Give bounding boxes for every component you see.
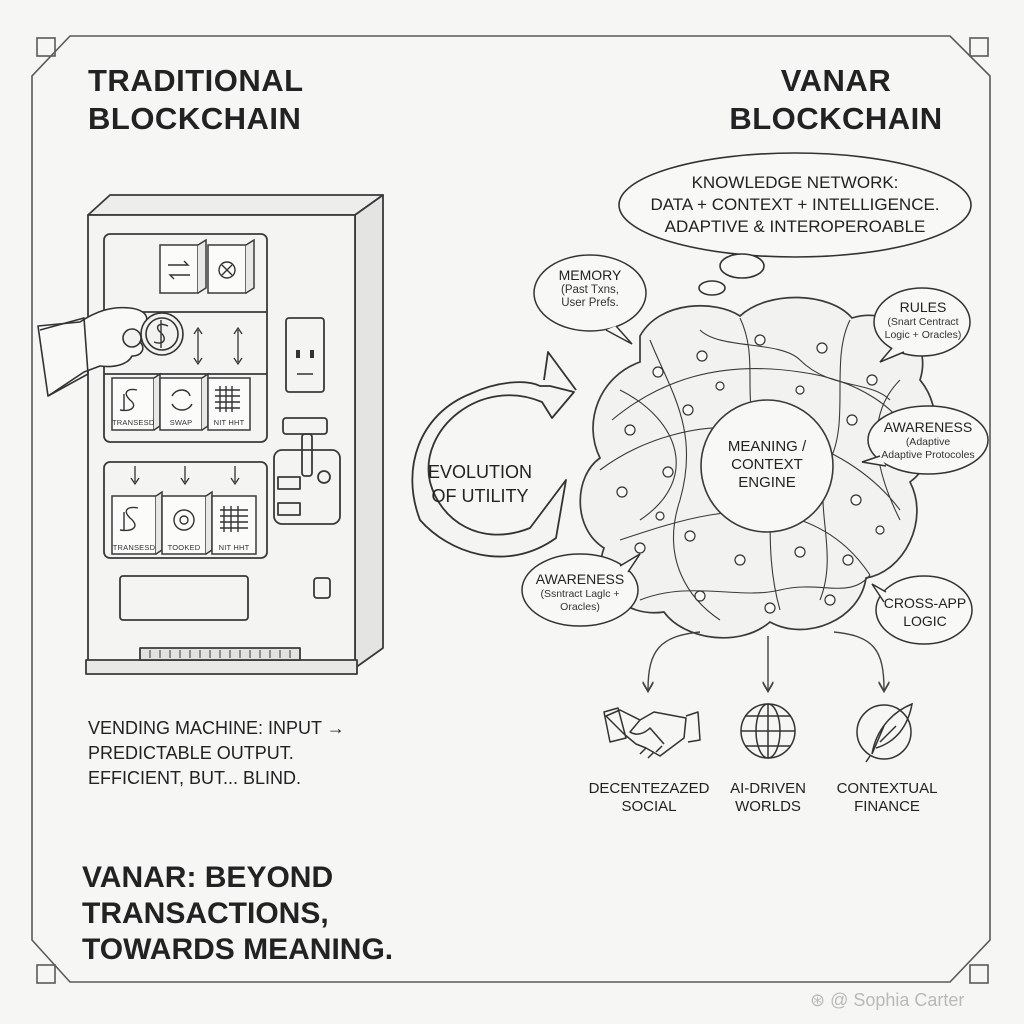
- handshake-icon: [603, 707, 701, 759]
- upper-box-label-1: TRANSESD: [112, 418, 155, 427]
- evolution-label: EVOLUTION OF UTILITY: [422, 460, 538, 508]
- awareness-left-line2: Oracles): [560, 601, 600, 613]
- right-heading: VANAR BLOCKCHAIN: [716, 62, 956, 138]
- rules-line1: (Snart Centract: [887, 316, 959, 328]
- memory-line1: (Past Txns,: [561, 284, 619, 296]
- watermark: ⊛ @ Sophia Carter: [810, 990, 965, 1010]
- core-line3: ENGINE: [738, 474, 796, 491]
- rules-line2: Logic + Oracles): [884, 329, 962, 341]
- output-contextual-finance: CONTEXTUAL FINANCE: [828, 780, 946, 816]
- left-heading-line2: BLOCKCHAIN: [88, 101, 302, 136]
- evolution-arrow: [411, 351, 577, 558]
- hand-with-coin-icon: [37, 306, 184, 397]
- quill-icon: [856, 702, 913, 763]
- awareness-right-title: AWARENESS: [883, 419, 973, 435]
- tagline-line1: VANAR: BEYOND: [82, 861, 334, 894]
- output-arrows: [648, 631, 884, 690]
- knowledge-network-blob: [579, 296, 937, 639]
- lower-box-label-3: NIT HHT: [218, 543, 250, 552]
- box-glyphs: [119, 260, 248, 532]
- upper-box-label-3: NIT HHT: [213, 418, 245, 427]
- vending-caption-line1: VENDING MACHINE: INPUT →: [88, 718, 345, 738]
- crossapp-line1: CROSS-APP: [883, 595, 967, 611]
- awareness-right-bubble: AWARENESS (Adaptive Adaptive Protocoles: [868, 418, 988, 462]
- rules-bubble: RULES (Snart Centract Logic + Oracles): [876, 298, 970, 342]
- awareness-right-line1: (Adaptive: [905, 436, 951, 448]
- left-heading-line1: TRADITIONAL: [88, 63, 304, 98]
- crossapp-line2: LOGIC: [903, 613, 947, 629]
- left-heading: TRADITIONAL BLOCKCHAIN: [88, 62, 304, 138]
- awareness-left-line1: (Ssntract Laglc +: [540, 588, 620, 600]
- thought-bubble: [618, 152, 972, 296]
- network-nodes: [616, 334, 900, 614]
- machine-face-icon: [296, 350, 314, 375]
- globe-icon: [740, 703, 796, 759]
- vending-caption-line2: PREDICTABLE OUTPUT.: [88, 743, 294, 763]
- vending-caption-line3: EFFICIENT, BUT... BLIND.: [88, 768, 302, 788]
- concept-bubbles: [521, 254, 989, 645]
- vending-caption: VENDING MACHINE: INPUT → PREDICTABLE OUT…: [88, 716, 345, 791]
- output-2-line1: AI-DRIVEN: [730, 780, 806, 797]
- lower-box-label-1: TRANSESD: [112, 543, 156, 552]
- lower-box-label-2: TOOKED: [167, 543, 201, 552]
- core-line2: CONTEXT: [731, 456, 803, 473]
- output-2-line2: WORLDS: [735, 798, 801, 815]
- cross-app-bubble: CROSS-APP LOGIC: [878, 594, 972, 630]
- output-1-line1: DECENTEZAZED: [588, 780, 710, 797]
- product-boxes: [111, 238, 257, 555]
- thought-line2: DATA + CONTEXT + INTELLIGENCE.: [650, 195, 940, 214]
- awareness-right-line2: Adaptive Protocoles: [881, 449, 975, 461]
- tagline: VANAR: BEYOND TRANSACTIONS, TOWARDS MEAN…: [82, 860, 393, 968]
- memory-line2: User Prefs.: [561, 297, 619, 309]
- tagline-line2: TRANSACTIONS,: [82, 897, 329, 930]
- meaning-context-engine: MEANING / CONTEXT ENGINE: [712, 438, 822, 492]
- evolution-line2: OF UTILITY: [431, 486, 529, 506]
- right-heading-line2: BLOCKCHAIN: [729, 101, 943, 136]
- output-ai-driven-worlds: AI-DRIVEN WORLDS: [718, 780, 818, 816]
- output-1-line2: SOCIAL: [621, 798, 677, 815]
- thought-line3: ADAPTIVE & INTEROPEROABLE: [664, 217, 926, 236]
- machine-flow-arrows: [130, 326, 243, 486]
- thought-bubble-text: KNOWLEDGE NETWORK: DATA + CONTEXT + INTE…: [630, 172, 960, 238]
- core-line1: MEANING /: [727, 438, 807, 455]
- thought-line1: KNOWLEDGE NETWORK:: [691, 173, 899, 192]
- right-heading-line1: VANAR: [780, 63, 892, 98]
- evolution-line1: EVOLUTION: [427, 462, 533, 482]
- output-3-line1: CONTEXTUAL: [836, 780, 938, 797]
- output-decentralized-social: DECENTEZAZED SOCIAL: [584, 780, 714, 816]
- memory-title: MEMORY: [558, 267, 622, 283]
- page-frame: [31, 35, 991, 984]
- awareness-left-bubble: AWARENESS (Ssntract Laglc + Oracles): [524, 570, 636, 614]
- output-3-line2: FINANCE: [854, 798, 920, 815]
- awareness-left-title: AWARENESS: [535, 571, 625, 587]
- upper-box-label-2: SWAP: [169, 418, 193, 427]
- tagline-line3: TOWARDS MEANING.: [82, 933, 394, 966]
- memory-bubble: MEMORY (Past Txns, User Prefs.: [540, 266, 640, 310]
- rules-title: RULES: [899, 299, 947, 315]
